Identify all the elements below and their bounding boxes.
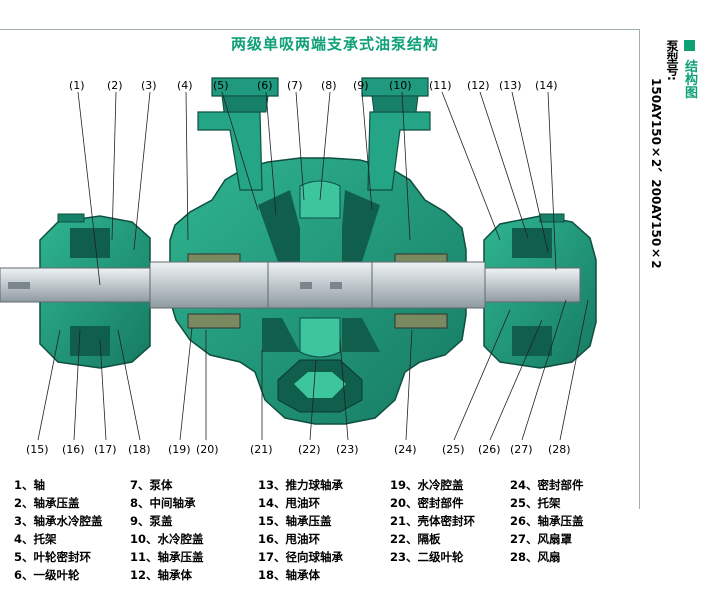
callout-23: (23) <box>336 443 359 456</box>
callout-28: (28) <box>548 443 571 456</box>
callout-10: (10) <box>389 79 412 92</box>
parts-legend: 1、轴 2、轴承压盖 3、轴承水冷腔盖 4、托架 5、叶轮密封环 6、一级叶轮 … <box>14 476 624 591</box>
callout-21: (21) <box>250 443 273 456</box>
legend-item: 1、轴 <box>14 478 46 492</box>
callout-13: (13) <box>499 79 522 92</box>
legend-item: 16、甩油环 <box>258 532 321 546</box>
side-heading-text: 结构图 <box>682 59 697 99</box>
legend-item: 17、径向球轴承 <box>258 550 344 564</box>
callout-15: (15) <box>26 443 49 456</box>
legend-column-2: 7、泵体 8、中间轴承 9、泵盖 10、水冷腔盖 11、轴承压盖 12、轴承体 <box>130 476 204 584</box>
model-list: 150AY150×2、200AY150×2 <box>649 78 663 269</box>
legend-item: 11、轴承压盖 <box>130 550 204 564</box>
callout-17: (17) <box>94 443 117 456</box>
legend-item: 5、叶轮密封环 <box>14 550 92 564</box>
callout-7: (7) <box>287 79 303 92</box>
leader-lines-top <box>77 91 557 286</box>
callout-26: (26) <box>478 443 501 456</box>
legend-item: 25、托架 <box>510 496 561 510</box>
legend-item: 26、轴承压盖 <box>510 514 584 528</box>
pump-shaft <box>0 261 581 309</box>
legend-item: 4、托架 <box>14 532 57 546</box>
legend-item: 18、轴承体 <box>258 568 321 582</box>
legend-column-5: 24、密封部件 25、托架 26、轴承压盖 27、风扇罩 28、风扇 <box>510 476 584 566</box>
legend-item: 14、甩油环 <box>258 496 321 510</box>
heading-square-icon <box>683 40 695 51</box>
callout-24: (24) <box>394 443 417 456</box>
callout-16: (16) <box>62 443 85 456</box>
callout-27: (27) <box>510 443 533 456</box>
callout-19: (19) <box>168 443 191 456</box>
callout-4: (4) <box>177 79 193 92</box>
legend-item: 24、密封部件 <box>510 478 584 492</box>
callout-6: (6) <box>257 79 273 92</box>
frame-top-line <box>0 29 640 30</box>
callout-22: (22) <box>298 443 321 456</box>
legend-item: 12、轴承体 <box>130 568 193 582</box>
legend-item: 6、一级叶轮 <box>14 568 80 582</box>
callout-25: (25) <box>442 443 465 456</box>
callout-2: (2) <box>107 79 123 92</box>
callout-9: (9) <box>353 79 369 92</box>
legend-item: 27、风扇罩 <box>510 532 573 546</box>
callout-14: (14) <box>535 79 558 92</box>
legend-item: 13、推力球轴承 <box>258 478 344 492</box>
legend-item: 22、隔板 <box>390 532 441 546</box>
callout-18: (18) <box>128 443 151 456</box>
diagram-title: 两级单吸两端支承式油泵结构 <box>230 35 439 53</box>
legend-item: 23、二级叶轮 <box>390 550 464 564</box>
legend-item: 28、风扇 <box>510 550 561 564</box>
legend-item: 20、密封部件 <box>390 496 464 510</box>
legend-item: 9、泵盖 <box>130 514 173 528</box>
callout-20: (20) <box>196 443 219 456</box>
legend-column-3: 13、推力球轴承 14、甩油环 15、轴承压盖 16、甩油环 17、径向球轴承 … <box>258 476 343 584</box>
legend-column-1: 1、轴 2、轴承压盖 3、轴承水冷腔盖 4、托架 5、叶轮密封环 6、一级叶轮 <box>14 476 103 584</box>
legend-item: 8、中间轴承 <box>130 496 196 510</box>
callout-1: (1) <box>69 79 85 92</box>
pump-cross-section <box>0 77 597 441</box>
callout-5: (5) <box>213 79 229 92</box>
callout-8: (8) <box>321 79 337 92</box>
side-heading: 结构图 <box>680 40 699 99</box>
frame-right-line <box>639 29 640 509</box>
model-label: 泵型号: <box>665 40 679 81</box>
callout-3: (3) <box>141 79 157 92</box>
legend-item: 15、轴承压盖 <box>258 514 332 528</box>
legend-item: 7、泵体 <box>130 478 173 492</box>
legend-item: 2、轴承压盖 <box>14 496 80 510</box>
legend-item: 10、水冷腔盖 <box>130 532 204 546</box>
callout-12: (12) <box>467 79 490 92</box>
pump-casing <box>169 77 467 425</box>
legend-item: 21、壳体密封环 <box>390 514 476 528</box>
legend-item: 19、水冷腔盖 <box>390 478 464 492</box>
legend-item: 3、轴承水冷腔盖 <box>14 514 103 528</box>
leader-lines-bottom <box>37 299 589 441</box>
callout-11: (11) <box>429 79 452 92</box>
legend-column-4: 19、水冷腔盖 20、密封部件 21、壳体密封环 22、隔板 23、二级叶轮 <box>390 476 475 566</box>
